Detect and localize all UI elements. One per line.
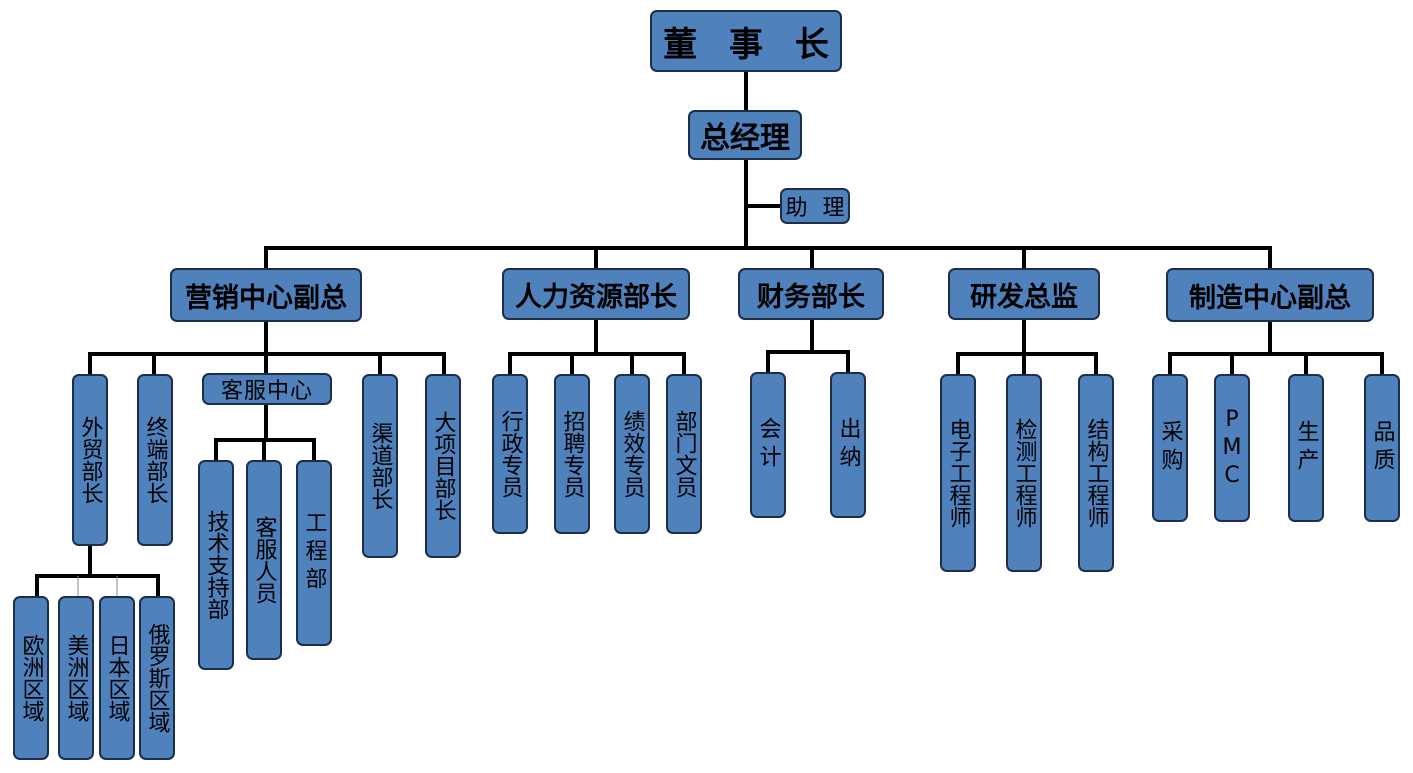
- rnd-director-box[interactable]: 研发总监: [948, 268, 1100, 320]
- hr-recruiting-box[interactable]: 招聘专员: [554, 374, 590, 534]
- key-projects-head-box[interactable]: 大项目部长: [425, 374, 461, 558]
- hr-clerk-box[interactable]: 部门文员: [666, 374, 702, 534]
- testing-engineer-box[interactable]: 检测工程师: [1006, 374, 1042, 572]
- quality-box[interactable]: 品质: [1364, 374, 1400, 522]
- foreign-trade-head-box[interactable]: 外贸部长: [72, 374, 108, 546]
- region-americas-box[interactable]: 美洲区域: [58, 596, 94, 760]
- cashier-box[interactable]: 出纳: [830, 372, 866, 518]
- pmc-box[interactable]: PMC: [1214, 374, 1250, 522]
- manufacturing-vp-box[interactable]: 制造中心副总: [1166, 268, 1374, 322]
- assistant-box[interactable]: 助 理: [780, 188, 850, 224]
- general-manager-box[interactable]: 总经理: [688, 110, 802, 160]
- cs-staff-box[interactable]: 客服人员: [246, 460, 282, 660]
- channel-head-box[interactable]: 渠道部长: [362, 374, 398, 558]
- hr-admin-box[interactable]: 行政专员: [492, 374, 528, 534]
- chairman-box[interactable]: 董 事 长: [650, 10, 842, 72]
- production-box[interactable]: 生产: [1288, 374, 1324, 522]
- engineering-dept-box[interactable]: 工程部: [296, 460, 332, 646]
- hr-head-box[interactable]: 人力资源部长: [502, 268, 690, 320]
- region-japan-box[interactable]: 日本区域: [99, 596, 135, 760]
- marketing-vp-box[interactable]: 营销中心副总: [170, 268, 362, 322]
- purchasing-box[interactable]: 采购: [1152, 374, 1188, 522]
- structural-engineer-box[interactable]: 结构工程师: [1078, 374, 1114, 572]
- finance-head-box[interactable]: 财务部长: [738, 268, 884, 320]
- terminal-head-box[interactable]: 终端部长: [137, 374, 173, 546]
- tech-support-box[interactable]: 技术支持部: [198, 460, 234, 670]
- region-europe-box[interactable]: 欧洲区域: [13, 596, 49, 760]
- customer-service-center-box[interactable]: 客服中心: [202, 373, 332, 405]
- accountant-box[interactable]: 会计: [750, 372, 786, 518]
- region-russia-box[interactable]: 俄罗斯区域: [139, 596, 175, 760]
- hr-performance-box[interactable]: 绩效专员: [614, 374, 650, 534]
- electronics-engineer-box[interactable]: 电子工程师: [940, 374, 976, 572]
